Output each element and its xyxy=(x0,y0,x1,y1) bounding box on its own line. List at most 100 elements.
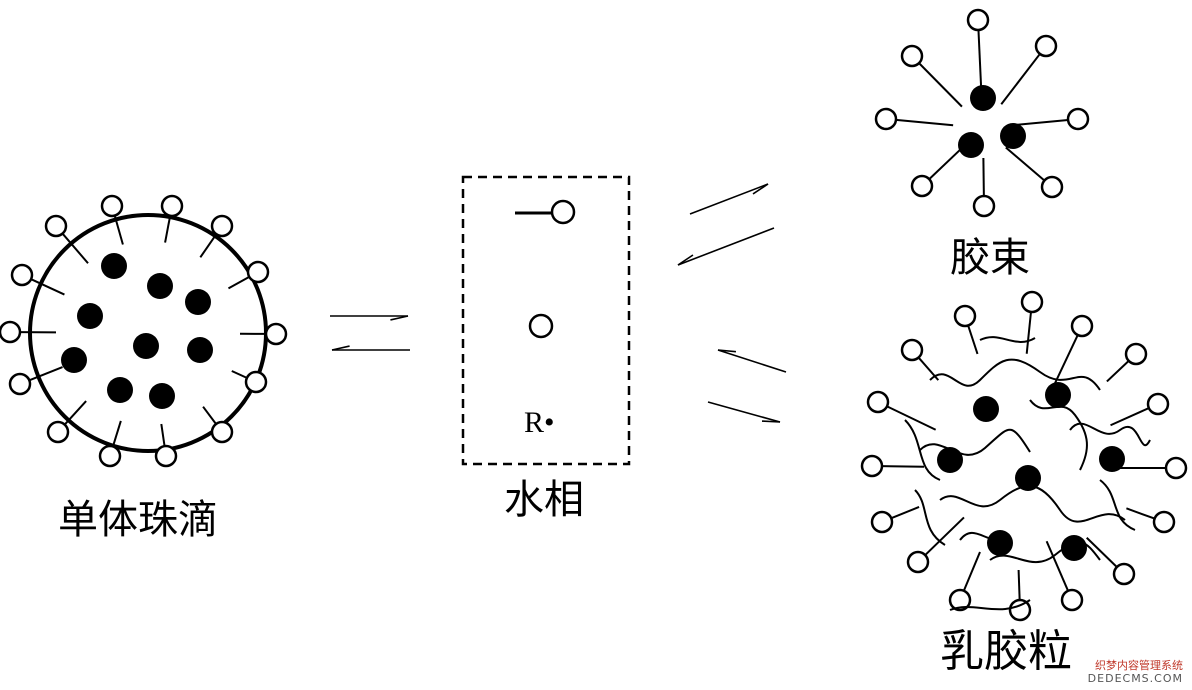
latex-monomer xyxy=(973,396,999,422)
emulsifier-head xyxy=(210,420,234,444)
watermark-line2: DEDECMS.COM xyxy=(1087,672,1183,685)
latex-emulsifier-head xyxy=(866,390,890,414)
monomer-molecule xyxy=(149,383,175,409)
latex-emulsifier-head xyxy=(1112,562,1136,586)
micelle-emulsifier-head xyxy=(874,107,898,131)
latex-emulsifier-tail xyxy=(1025,311,1032,354)
latex-emulsifier-head xyxy=(948,588,972,612)
polymer-chain xyxy=(929,358,1101,391)
latex-emulsifier-tail xyxy=(1017,569,1021,601)
emulsifier-tail xyxy=(199,233,218,258)
emulsifier-tail xyxy=(113,215,124,245)
polymer-chain xyxy=(939,485,1126,523)
arrow-from-micelle xyxy=(677,227,775,266)
watermark-line1: 织梦内容管理系统 xyxy=(1095,659,1183,672)
label-latex-particle: 乳胶粒 xyxy=(940,626,1072,677)
emulsifier-head xyxy=(244,370,268,394)
latex-emulsifier-head xyxy=(900,338,924,362)
label-monomer-droplet: 单体珠滴 xyxy=(58,497,218,543)
latex-emulsifier-tail xyxy=(881,465,925,468)
latex-emulsifier-tail xyxy=(890,506,920,520)
emulsifier-head xyxy=(100,194,124,218)
micelle xyxy=(874,8,1090,218)
latex-emulsifier-tail xyxy=(1110,407,1150,427)
monomer-molecule xyxy=(185,289,211,315)
micelle-monomer xyxy=(958,132,984,158)
monomer-molecule xyxy=(101,253,127,279)
micelle-emulsifier-head xyxy=(972,194,996,218)
emulsifier-head xyxy=(246,260,270,284)
arrow-aqueous-to-droplet-head xyxy=(331,345,350,351)
latex-monomer xyxy=(987,530,1013,556)
latex-emulsifier-tail xyxy=(1045,540,1069,592)
latex-monomer xyxy=(1099,446,1125,472)
emulsifier-head xyxy=(44,214,68,238)
polymer-chain xyxy=(919,428,1031,456)
micelle-emulsifier-head xyxy=(1034,34,1058,58)
micelle-monomer xyxy=(1000,123,1026,149)
latex-emulsifier-tail xyxy=(967,325,979,355)
emulsifier-tail xyxy=(63,400,87,426)
micelle-emulsifier-head xyxy=(1040,175,1064,199)
emulsifier-tail xyxy=(231,370,248,379)
latex-emulsifier-tail xyxy=(886,405,937,431)
micelle-emulsifier-tail xyxy=(928,147,962,180)
latex-emulsifier-head xyxy=(1146,392,1170,416)
monomer-molecule xyxy=(133,333,159,359)
micelle-emulsifier-head xyxy=(910,174,934,198)
micelle-emulsifier-tail xyxy=(1005,146,1046,182)
emulsifier-tail xyxy=(160,423,166,447)
dissolved-monomer xyxy=(528,313,554,339)
arrow-to-latex-head xyxy=(761,420,781,423)
latex-emulsifier-head xyxy=(906,550,930,574)
label-micelle: 胶束 xyxy=(950,235,1030,281)
latex-monomer xyxy=(937,447,963,473)
monomer-molecule xyxy=(61,347,87,373)
latex-emulsifier-head xyxy=(1060,588,1084,612)
arrow-to-latex xyxy=(707,401,781,423)
monomer-droplet xyxy=(0,194,288,468)
latex-monomer xyxy=(1045,382,1071,408)
aqueous-phase-box xyxy=(461,175,631,466)
label-radical: R• xyxy=(524,406,555,439)
polymer-chain xyxy=(1069,422,1151,447)
latex-emulsifier-tail xyxy=(1053,334,1079,385)
polymer-chain xyxy=(979,336,1036,343)
polymer-chain xyxy=(949,599,1031,611)
micelle-emulsifier-tail xyxy=(895,118,954,127)
polymer-chain xyxy=(904,419,941,481)
micelle-emulsifier-tail xyxy=(918,62,963,108)
latex-emulsifier-head xyxy=(870,510,894,534)
monomer-molecule xyxy=(107,377,133,403)
emulsifier-tail xyxy=(164,215,172,243)
latex-emulsifier-head xyxy=(1124,342,1148,366)
label-aqueous-phase: 水相 xyxy=(504,477,584,523)
polymer-chain xyxy=(1099,479,1136,531)
droplet-boundary xyxy=(28,213,268,453)
latex-emulsifier-tail xyxy=(962,551,981,592)
latex-emulsifier-tail xyxy=(1126,507,1155,520)
polymer-chain xyxy=(1029,399,1088,471)
emulsifier-head xyxy=(160,194,184,218)
latex-emulsifier-head xyxy=(860,454,884,478)
latex-emulsifier-head xyxy=(1152,510,1176,534)
latex-emulsifier-head xyxy=(1164,456,1188,480)
emulsifier-head xyxy=(154,444,178,468)
micelle-emulsifier-head xyxy=(1066,107,1090,131)
emulsifier-tail xyxy=(28,366,63,382)
latex-monomer xyxy=(1015,465,1041,491)
monomer-molecule xyxy=(147,273,173,299)
emulsifier-head xyxy=(46,420,70,444)
emulsifier-head xyxy=(0,320,22,344)
aqueous-phase-border xyxy=(461,175,631,466)
latex-emulsifier-head xyxy=(1020,290,1044,314)
emulsifier-head xyxy=(98,444,122,468)
micelle-emulsifier-tail xyxy=(1012,118,1069,127)
polymer-chain xyxy=(914,489,946,546)
free-emulsifier-head xyxy=(550,199,576,225)
latex-emulsifier-tail xyxy=(1086,537,1118,568)
emulsifier-tail xyxy=(61,232,89,264)
equilibrium-arrows xyxy=(330,183,787,423)
emulsifier-head xyxy=(210,214,234,238)
